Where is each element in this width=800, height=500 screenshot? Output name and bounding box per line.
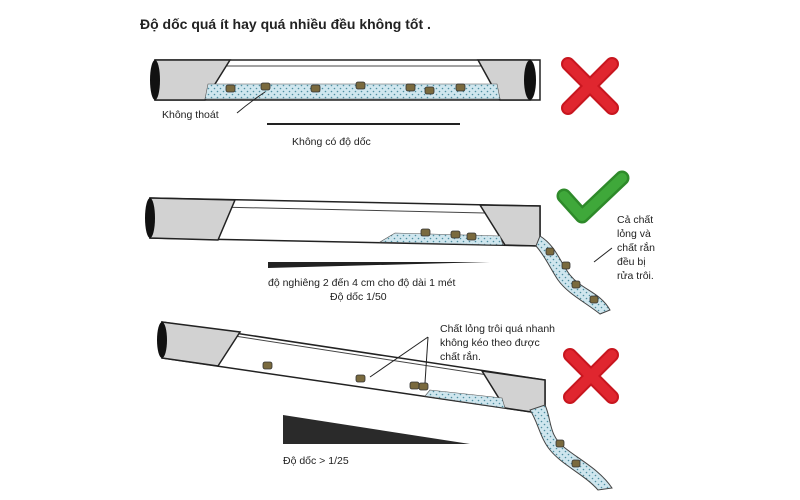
fast-water [424,389,506,409]
no-slope-label: Không có độ dốc [292,136,371,148]
outflow-stream [535,235,611,315]
panel-correct-slope: Cả chất lỏng và chất rắn đều bị rửa trôi… [145,170,658,315]
steep-slope-wedge [283,415,470,444]
steep-slope-text: Độ dốc > 1/25 [283,455,349,467]
diagram-title: Độ dốc quá ít hay quá nhiều đều không tố… [140,16,431,32]
wrong-x-icon [563,348,619,404]
washed-solids [545,247,599,304]
correct-check-icon [556,170,630,224]
solid-waste [225,81,466,95]
gentle-slope-wedge [268,262,490,268]
no-drain-label: Không thoát [162,109,219,121]
steep-outflow-stream [529,404,613,491]
slope-text-2: Độ dốc 1/50 [330,291,387,303]
wrong-x-icon [561,57,619,115]
steep-note: Chất lỏng trôi quá nhanh không kéo theo … [440,323,558,363]
solid-waste [420,228,477,241]
outflow-solids [555,439,581,468]
panel-steep-slope: Chất lỏng trôi quá nhanh không kéo theo … [157,321,619,491]
side-note-pointer [593,247,613,263]
slope-text-1: độ nghiêng 2 đến 4 cm cho độ dài 1 mét [268,277,455,289]
panel-no-slope: Không thoát Không có độ dốc [150,57,619,148]
side-note: Cả chất lỏng và chất rắn đều bị rửa trôi… [617,214,658,282]
stranded-solids [262,361,429,391]
pipe-gentle [145,197,541,247]
pipe-flat [150,59,541,101]
no-drain-pointer [236,91,266,114]
pipe-steep [157,321,546,415]
note-pointers [369,336,429,384]
